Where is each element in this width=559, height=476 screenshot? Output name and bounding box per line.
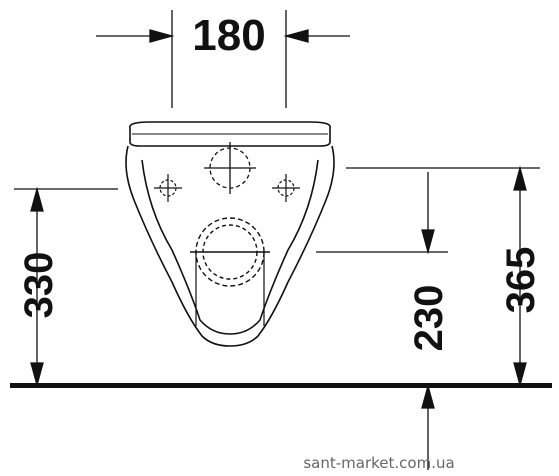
dimension-height-right	[346, 165, 540, 388]
top-center-fixing-hole	[204, 142, 256, 194]
dimension-height-mid	[316, 172, 448, 470]
watermark-text: sant-market.com.ua	[303, 454, 454, 472]
dimension-label-230: 230	[407, 285, 451, 352]
dimension-label-365: 365	[499, 247, 543, 314]
dimension-label-180: 180	[192, 11, 265, 60]
dimension-label-330: 330	[17, 252, 61, 319]
right-fixing-hole	[272, 174, 300, 202]
dimension-height-left	[14, 186, 118, 388]
floor-line	[10, 383, 552, 388]
dimension-width-top	[96, 10, 350, 108]
left-fixing-hole	[154, 174, 182, 202]
toilet-bowl-outline	[125, 121, 335, 347]
drain-outlet-circle	[190, 217, 270, 287]
